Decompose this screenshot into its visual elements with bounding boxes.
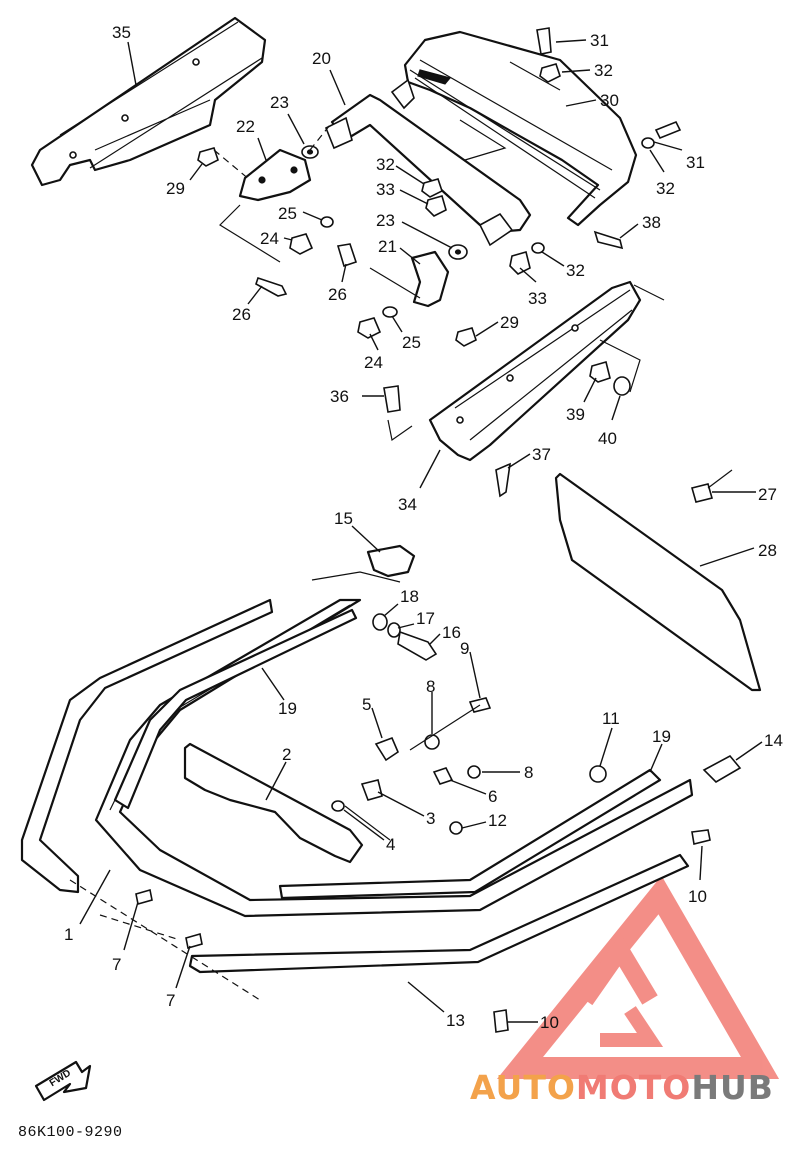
- watermark-part-auto: AUTO: [470, 1068, 576, 1107]
- callout-27: 27: [758, 485, 777, 504]
- callout-3: 3: [426, 809, 435, 828]
- part-35-cover: [30, 16, 267, 187]
- parts-16-17-18: [372, 613, 438, 661]
- callout-32-lower: 32: [566, 261, 585, 280]
- callout-22: 22: [236, 117, 255, 136]
- watermark-part-hub: HUB: [691, 1068, 774, 1107]
- callout-33-mid: 33: [376, 180, 395, 199]
- callout-39: 39: [566, 405, 585, 424]
- part-22-bracket: [238, 148, 312, 202]
- callout-26-left: 26: [232, 305, 251, 324]
- part-19-trim: [113, 608, 662, 900]
- callout-7-upper: 7: [112, 955, 121, 974]
- callout-16: 16: [442, 623, 461, 642]
- callout-38: 38: [642, 213, 661, 232]
- callout-32-top: 32: [594, 61, 613, 80]
- watermark-logo: [496, 875, 780, 1079]
- callout-13: 13: [446, 1011, 465, 1030]
- watermark-part-moto: MOTO: [575, 1068, 692, 1107]
- callout-21: 21: [378, 237, 397, 256]
- callout-1: 1: [64, 925, 73, 944]
- callout-4: 4: [386, 835, 395, 854]
- callout-12: 12: [488, 811, 507, 830]
- callout-7-lower: 7: [166, 991, 175, 1010]
- callout-29-mid: 29: [500, 313, 519, 332]
- callout-28: 28: [758, 541, 777, 560]
- callout-17: 17: [416, 609, 435, 628]
- callout-8-top: 8: [426, 677, 435, 696]
- lower-hardware: [135, 697, 742, 1033]
- callout-11: 11: [602, 709, 620, 728]
- part-1-bumper: [20, 598, 694, 918]
- callout-24-mid: 24: [364, 353, 383, 372]
- callout-36: 36: [330, 387, 349, 406]
- callout-18: 18: [400, 587, 419, 606]
- callout-6: 6: [488, 787, 497, 806]
- callout-24-top: 24: [260, 229, 279, 248]
- callout-23-mid: 23: [376, 211, 395, 230]
- callout-23-top: 23: [270, 93, 289, 112]
- callout-9: 9: [460, 639, 469, 658]
- part-34-rail: [428, 280, 642, 462]
- part-21-bracket: [410, 250, 450, 308]
- callout-34: 34: [398, 495, 417, 514]
- callout-32-mid: 32: [376, 155, 395, 174]
- callout-30: 30: [600, 91, 619, 110]
- callout-31-right: 31: [686, 153, 705, 172]
- callout-19-left: 19: [278, 699, 297, 718]
- watermark-text: AUTOMOTOHUB: [470, 1068, 774, 1107]
- part-20-handle: [324, 93, 532, 247]
- callout-35: 35: [112, 23, 131, 42]
- callout-10-right: 10: [688, 887, 707, 906]
- callout-19-right: 19: [652, 727, 671, 746]
- callout-32-right: 32: [656, 179, 675, 198]
- callout-2: 2: [282, 745, 291, 764]
- callout-15: 15: [334, 509, 353, 528]
- callout-25-mid: 25: [402, 333, 421, 352]
- callout-40: 40: [598, 429, 617, 448]
- callouts: 35 20 23 22 29 25 24 26 31 32 30 32 33 2…: [64, 23, 783, 1032]
- part-13-trim: [188, 853, 690, 974]
- callout-8-right: 8: [524, 763, 533, 782]
- fwd-arrow: [34, 1060, 92, 1102]
- assembly-lines: [69, 61, 665, 1001]
- hardware: [197, 27, 733, 503]
- part-15-bracket: [366, 544, 416, 578]
- callout-26-mid: 26: [328, 285, 347, 304]
- part-30-rail: [390, 30, 638, 227]
- callout-31-top: 31: [590, 31, 609, 50]
- callout-5: 5: [362, 695, 371, 714]
- callout-33-lower: 33: [528, 289, 547, 308]
- part-28-plate: [554, 472, 762, 692]
- diagram-code: 86K100-9290: [18, 1124, 123, 1141]
- callout-20: 20: [312, 49, 331, 68]
- callout-37: 37: [532, 445, 551, 464]
- part-2-bracket: [183, 742, 364, 864]
- callout-25-top: 25: [278, 204, 297, 223]
- callout-10-bottom: 10: [540, 1013, 559, 1032]
- callout-14: 14: [764, 731, 783, 750]
- callout-29-top: 29: [166, 179, 185, 198]
